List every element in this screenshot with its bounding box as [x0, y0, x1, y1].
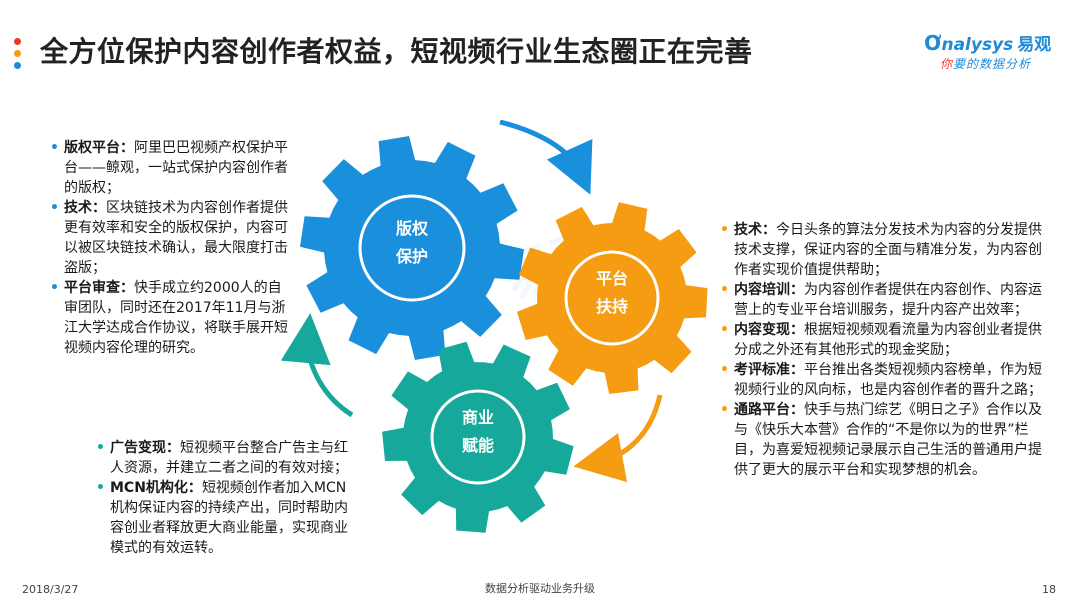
right-item-2-body: 为内容创作者提供在内容创作、内容运营上的专业平台培训服务，提升内容产出效率；: [734, 282, 1042, 318]
gear-teal-hub: [430, 389, 526, 485]
bottom-item-2-body: 短视频创作者加入MCN机构保证内容的持续产出，同时帮助内容创业者释放更大商业能量…: [110, 480, 348, 556]
right-item-3: •内容变现：根据短视频观看流量为内容创业者提供分成之外还有其他形式的现金奖励；: [720, 322, 1042, 358]
gear-blue-hub: [358, 194, 466, 302]
right-text-block: •技术：今日头条的算法分发技术为内容的分发提供技术支撑，保证内容的全面与精准分发…: [720, 220, 1042, 480]
right-item-1-body: 今日头条的算法分发技术为内容的分发提供技术支撑，保证内容的全面与精准分发，为内容…: [734, 222, 1042, 278]
right-item-2: •内容培训：为内容创作者提供在内容创作、内容运营上的专业平台培训服务，提升内容产…: [720, 282, 1042, 318]
logo-brand-cn: 易观: [1017, 35, 1052, 55]
left-item-3-body: 快手成立约2000人的自审团队，同时还在2017年11月与浙江大学达成合作协议，…: [64, 280, 288, 356]
gear-blue-label-2: 保护: [395, 247, 428, 266]
right-item-5-body: 快手与热门综艺《明日之子》合作以及与《快乐大本营》合作的“不是你以为的世界”栏目…: [734, 402, 1042, 478]
right-item-3-term: 内容变现：: [734, 322, 804, 338]
footer-center-text: 数据分析驱动业务升级: [485, 582, 595, 595]
logo-brand-text: nalysys: [941, 35, 1014, 55]
gear-orange-label-1: 平台: [596, 269, 628, 288]
bottom-item-1: •广告变现：短视频平台整合广告主与红人资源，并建立二者之间的有效对接；: [96, 440, 348, 476]
title-decoration: [14, 38, 24, 74]
right-item-4-body: 平台推出各类短视频内容榜单，作为短视频行业的风向标，也是内容创作者的晋升之路；: [734, 362, 1042, 398]
gear-orange-hub: [564, 250, 660, 346]
left-item-1: •版权平台：阿里巴巴视频产权保护平台——鲸观，一站式保护内容创作者的版权；: [50, 140, 288, 196]
gear-orange-label-2: 扶持: [596, 297, 628, 316]
right-item-3-body: 根据短视频观看流量为内容创业者提供分成之外还有其他形式的现金奖励；: [734, 322, 1042, 358]
left-item-2: •技术：区块链技术为内容创作者提供更有效率和安全的版权保护，内容可以被区块链技术…: [50, 200, 288, 276]
bottom-item-2-term: MCN机构化：: [110, 480, 202, 496]
left-item-1-term: 版权平台：: [64, 140, 134, 156]
left-item-3-term: 平台审查：: [64, 280, 134, 296]
bottom-item-1-term: 广告变现：: [110, 440, 180, 456]
right-item-1: •技术：今日头条的算法分发技术为内容的分发提供技术支撑，保证内容的全面与精准分发…: [720, 222, 1042, 278]
gear-platform-support: [517, 202, 708, 394]
bottom-text-block: •广告变现：短视频平台整合广告主与红人资源，并建立二者之间的有效对接； •MCN…: [96, 438, 358, 558]
gear-teal-label-1: 商业: [462, 408, 494, 427]
left-item-2-body: 区块链技术为内容创作者提供更有效率和安全的版权保护，内容可以被区块链技术确认，最…: [64, 200, 288, 276]
left-item-2-term: 技术：: [64, 200, 106, 216]
gear-copyright-protection: [300, 136, 524, 360]
right-item-1-term: 技术：: [734, 222, 776, 238]
left-item-3: •平台审查：快手成立约2000人的自审团队，同时还在2017年11月与浙江大学达…: [50, 280, 288, 356]
footer-date: 2018/3/27: [22, 583, 79, 596]
right-item-5: •通路平台：快手与热门综艺《明日之子》合作以及与《快乐大本营》合作的“不是你以为…: [720, 402, 1042, 478]
arrow-blue-to-orange: [499, 119, 593, 195]
right-item-4-term: 考评标准：: [734, 362, 804, 378]
slide-title: 全方位保护内容创作者权益，短视频行业生态圈正在完善: [40, 35, 753, 68]
right-item-4: •考评标准：平台推出各类短视频内容榜单，作为短视频行业的风向标，也是内容创作者的…: [720, 362, 1042, 398]
left-text-block: •版权平台：阿里巴巴视频产权保护平台——鲸观，一站式保护内容创作者的版权； •技…: [50, 138, 290, 358]
right-item-5-term: 通路平台：: [734, 402, 804, 418]
logo-slogan: 你要的数据分析: [940, 55, 1064, 72]
arrow-orange-to-teal: [573, 394, 663, 483]
left-item-1-body: 阿里巴巴视频产权保护平台——鲸观，一站式保护内容创作者的版权；: [64, 140, 288, 196]
bottom-item-2: •MCN机构化：短视频创作者加入MCN机构保证内容的持续产出，同时帮助内容创业者…: [96, 480, 348, 556]
logo-slogan-text: 要的数据分析: [953, 57, 1032, 71]
gear-business-empowerment: [382, 341, 574, 533]
footer-page-number: 18: [1042, 583, 1056, 596]
right-item-2-term: 内容培训：: [734, 282, 804, 298]
logo-slogan-prefix: 你: [940, 57, 954, 71]
arrow-teal-to-blue: [280, 313, 354, 418]
bottom-item-1-body: 短视频平台整合广告主与红人资源，并建立二者之间的有效对接；: [110, 440, 348, 476]
gear-teal-label-2: 赋能: [462, 436, 494, 455]
gear-blue-label-1: 版权: [395, 219, 429, 238]
